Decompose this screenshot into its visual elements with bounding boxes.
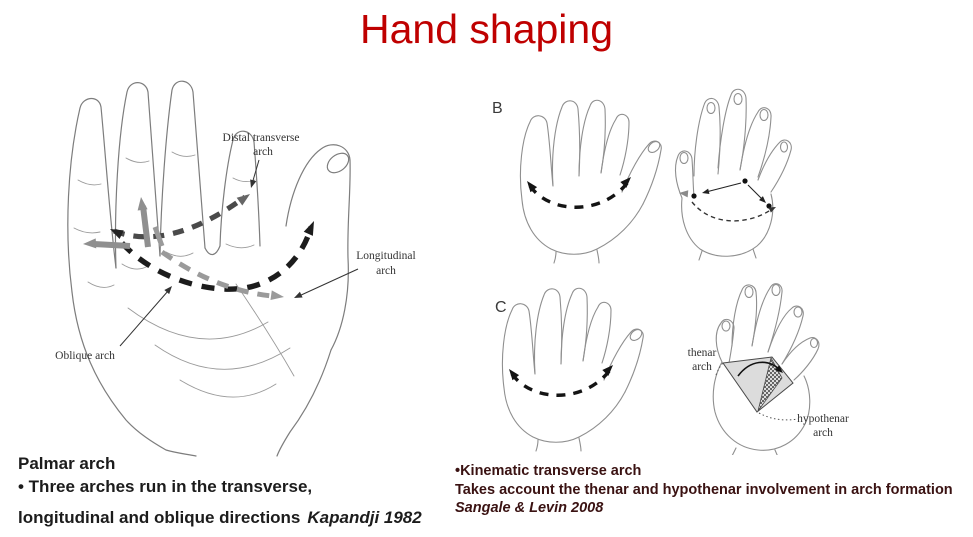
- kinematic-arch-panels-figure: B C: [492, 88, 849, 455]
- longitudinal-arch-arrow: [120, 221, 314, 292]
- gray-up-arrow: [137, 197, 165, 248]
- longitudinal-arch-label-line2: arch: [376, 265, 396, 277]
- palmar-arch-heading: Palmar arch: [18, 454, 116, 473]
- hypothenar-arch-label-line2: arch: [813, 427, 833, 439]
- distal-transverse-arch-label-line2: arch: [253, 146, 273, 158]
- sangale-levin-citation: Sangale & Levin 2008: [455, 500, 604, 516]
- kinematic-arch-line: Takes account the thenar and hypothenar …: [455, 481, 953, 498]
- kapandji-citation: Kapandji 1982: [307, 508, 422, 527]
- kapandji-palmar-arches-figure: Distal transverse arch Longitudinal arch…: [55, 80, 416, 457]
- longitudinal-arch-label-line1: Longitudinal: [356, 250, 415, 262]
- thenar-arch-label-line1: thenar: [688, 347, 717, 359]
- kinematic-arch-bullet: •Kinematic transverse arch: [455, 463, 642, 479]
- oblique-arch-label: Oblique arch: [55, 350, 115, 362]
- panel-c-cupped-hand: [500, 286, 646, 453]
- open-hand-outline: [67, 80, 351, 457]
- thenar-arch-label-line2: arch: [692, 361, 712, 373]
- panel-c-label: C: [495, 299, 507, 316]
- gray-left-arrow: [83, 238, 131, 249]
- kinematic-arch-notes: •Kinematic transverse arch Takes account…: [455, 462, 965, 518]
- oblique-arch-gray-arrow: [160, 249, 284, 300]
- panel-b-cupped-hand: [518, 98, 664, 265]
- panel-b-label: B: [492, 100, 503, 117]
- palmar-arch-bullet: • Three arches run in the transverse,: [18, 477, 313, 496]
- palmar-arch-notes: Palmar arch • Three arches run in the tr…: [18, 452, 463, 529]
- panel-c-thenar-hypothenar-hand: [712, 283, 820, 455]
- distal-transverse-arch-label-line1: Distal transverse: [223, 132, 300, 144]
- distal-transverse-arch-arrow: [110, 194, 250, 240]
- panel-b-dorsal-hand: [674, 88, 792, 261]
- hypothenar-arch-label-line1: hypothenar: [797, 413, 849, 425]
- label-pointer-arrows: [119, 159, 359, 347]
- slide-title: Hand shaping: [359, 6, 614, 52]
